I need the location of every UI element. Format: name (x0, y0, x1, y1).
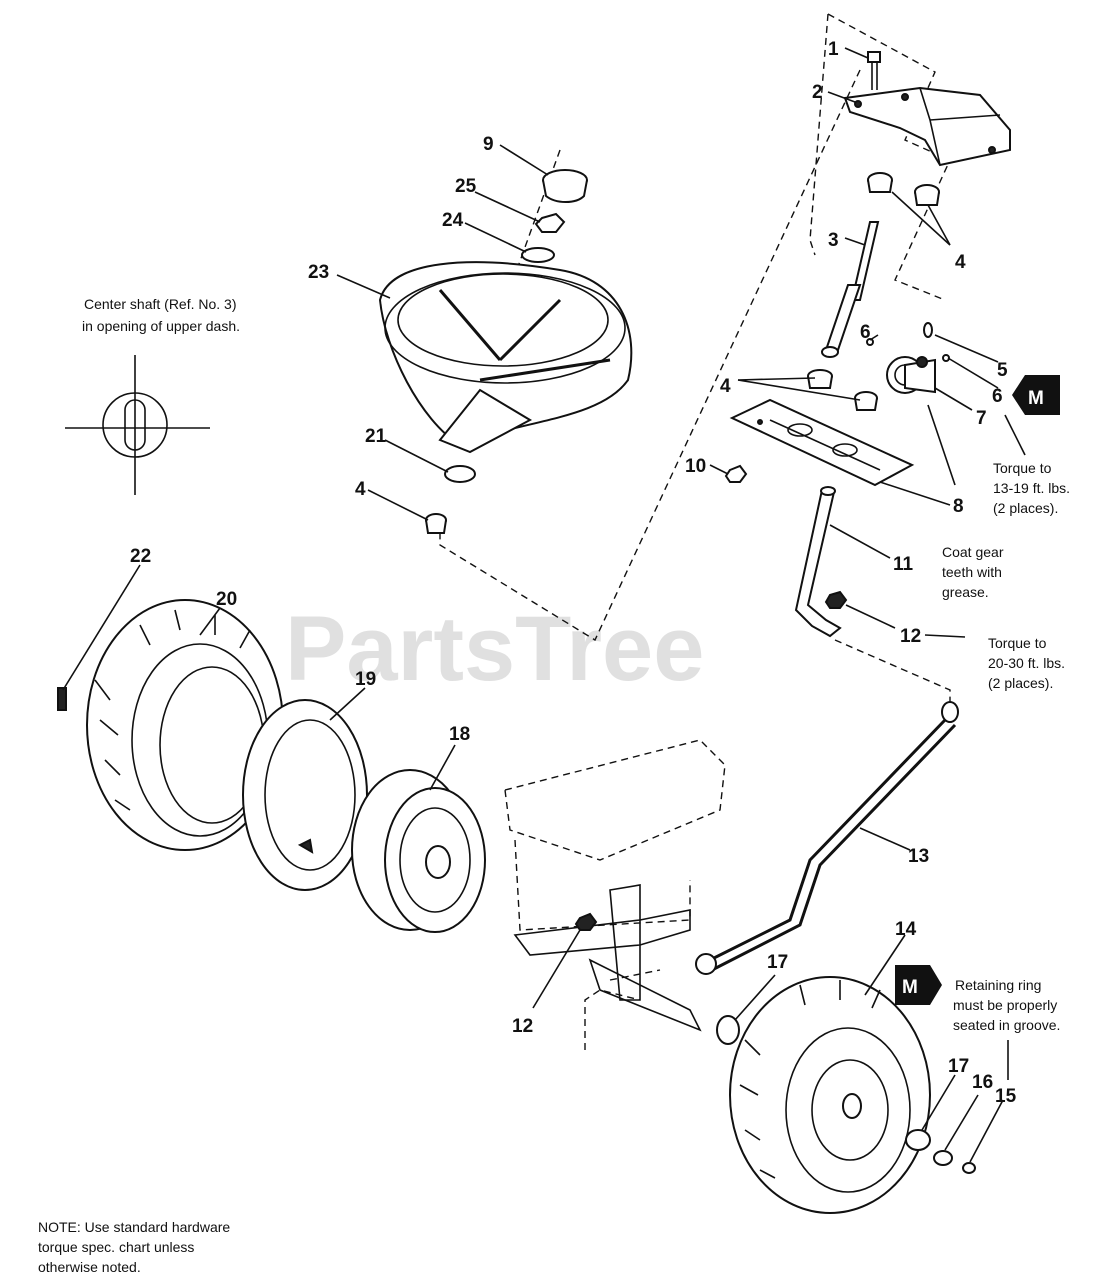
nut-12-upper (824, 590, 848, 609)
clip-6-left (866, 338, 874, 346)
svg-text:grease.: grease. (942, 584, 989, 600)
inner-tube-19 (242, 699, 368, 891)
callout-19: 19 (355, 669, 376, 690)
steering-shaft-3 (821, 221, 880, 358)
callout-25: 25 (455, 176, 477, 197)
svg-text:seated in groove.: seated in groove. (953, 1017, 1060, 1033)
svg-text:teeth with: teeth with (942, 564, 1002, 580)
callout-1: 1 (828, 39, 839, 60)
nut-10 (724, 464, 748, 483)
callout-4: 4 (955, 252, 966, 273)
pinion-gear-7 (886, 356, 936, 394)
bushing-4-upper-left (867, 172, 893, 193)
callout-4: 4 (355, 479, 366, 500)
callout-7: 7 (976, 408, 987, 429)
tire-14 (729, 976, 931, 1214)
steering-wheel-23 (378, 261, 633, 454)
svg-text:in opening of upper dash.: in opening of upper dash. (82, 318, 240, 334)
tie-rod-13 (695, 701, 959, 975)
svg-text:NOTE: Use standard hardware: NOTE: Use standard hardware (38, 1219, 230, 1235)
cap-9 (542, 169, 588, 203)
part-callouts: 1 2 3 4 6 5 4 6 7 10 8 11 12 9 25 24 23 … (130, 39, 1017, 1107)
callout-10: 10 (685, 456, 706, 477)
m-badge-lower: M (895, 965, 942, 1005)
note-coat-gear: Coat gear teeth with grease. (942, 544, 1004, 600)
pin-5 (923, 322, 933, 338)
callout-4: 4 (720, 376, 731, 397)
washer-16 (933, 1150, 953, 1166)
svg-text:torque spec. chart unless: torque spec. chart unless (38, 1239, 194, 1255)
callout-22: 22 (130, 546, 151, 567)
wheel-rim-18 (351, 769, 486, 933)
callout-15: 15 (995, 1086, 1017, 1107)
callout-23: 23 (308, 262, 329, 283)
svg-text:must be properly: must be properly (953, 997, 1057, 1013)
note-center-shaft: Center shaft (Ref. No. 3) in opening of … (82, 296, 240, 334)
bushing-17-right (905, 1129, 931, 1151)
callout-8: 8 (953, 496, 964, 517)
upper-bracket-2 (843, 86, 1011, 167)
svg-text:M: M (1028, 388, 1044, 409)
callout-14: 14 (895, 919, 917, 940)
retaining-ring-15 (962, 1162, 976, 1174)
callout-24: 24 (442, 210, 464, 231)
parts-tree-watermark: PartsTree (285, 598, 704, 700)
callout-13: 13 (908, 846, 929, 867)
nut-12-lower (574, 912, 598, 931)
callout-16: 16 (972, 1072, 993, 1093)
callout-11: 11 (893, 554, 914, 575)
washer-21 (444, 465, 476, 483)
mounting-plate-8 (729, 398, 915, 487)
bushing-4-upper-right (914, 184, 940, 206)
washer-24 (521, 247, 555, 263)
callout-9: 9 (483, 134, 494, 155)
svg-text:13-19 ft. lbs.: 13-19 ft. lbs. (993, 480, 1070, 496)
note-torque-20-30: Torque to 20-30 ft. lbs. (2 places). (988, 635, 1065, 691)
callout-20: 20 (216, 589, 237, 610)
callout-12: 12 (900, 626, 921, 647)
svg-text:20-30 ft. lbs.: 20-30 ft. lbs. (988, 655, 1065, 671)
svg-text:Torque to: Torque to (988, 635, 1047, 651)
svg-text:(2 places).: (2 places). (993, 500, 1058, 516)
leader-lines (62, 47, 1026, 1163)
svg-text:(2 places).: (2 places). (988, 675, 1053, 691)
frame-axle (504, 739, 726, 1032)
bushing-4-mid-left (807, 369, 833, 389)
callout-17: 17 (767, 952, 788, 973)
svg-text:otherwise noted.: otherwise noted. (38, 1259, 141, 1275)
bolt-1 (867, 51, 881, 90)
center-shaft-detail (65, 355, 210, 495)
note-torque-13-19: Torque to 13-19 ft. lbs. (2 places). (993, 460, 1070, 516)
footer-note: NOTE: Use standard hardware torque spec.… (38, 1219, 230, 1275)
steering-arm-11 (794, 486, 842, 638)
svg-text:Torque to: Torque to (993, 460, 1052, 476)
callout-12: 12 (512, 1016, 533, 1037)
bushing-4-lower (425, 513, 447, 534)
svg-text:Retaining ring: Retaining ring (955, 977, 1041, 993)
bushing-17-left (716, 1015, 740, 1045)
callout-21: 21 (365, 426, 387, 447)
callout-17: 17 (948, 1056, 969, 1077)
bushing-4-mid-right (854, 391, 878, 411)
assembly-guide-lines (439, 13, 951, 1050)
svg-text:Coat gear: Coat gear (942, 544, 1004, 560)
note-retaining-ring: Retaining ring must be properly seated i… (953, 977, 1060, 1033)
svg-text:M: M (902, 977, 918, 998)
m-badge-upper: M (1012, 375, 1060, 415)
nut-25 (534, 212, 566, 233)
svg-text:Center shaft (Ref. No. 3): Center shaft (Ref. No. 3) (84, 296, 237, 312)
callout-18: 18 (449, 724, 470, 745)
callout-5: 5 (997, 360, 1008, 381)
callout-6: 6 (860, 322, 871, 343)
callout-6: 6 (992, 386, 1003, 407)
valve-cap-22 (57, 687, 67, 711)
callout-3: 3 (828, 230, 839, 251)
callout-2: 2 (812, 82, 823, 103)
